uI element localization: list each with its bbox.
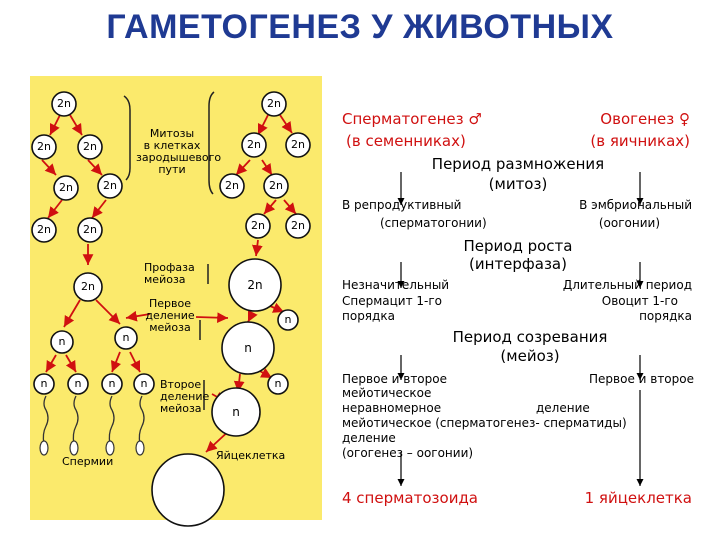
cell-label: n xyxy=(232,405,240,419)
sperm-heads xyxy=(39,440,145,456)
maturation-line-3: неравномерное xyxy=(342,401,442,415)
cell-label: n xyxy=(122,331,130,344)
spermatogenesis-heading: Сперматогенез ♂ xyxy=(342,110,482,128)
cell-label: 2n xyxy=(57,97,71,110)
label-second-division: Второе деление мейоза xyxy=(160,378,210,416)
maturation-line-5: деление xyxy=(342,431,396,445)
label-mitoses: Митозы в клетках зародышевого пути xyxy=(136,127,222,177)
cell-label: 2n xyxy=(291,138,305,151)
growth-left-2: Спермацит 1-го xyxy=(342,294,443,308)
cell-label: 2n xyxy=(247,138,261,151)
growth-period: Период роста xyxy=(463,237,573,255)
maturation-line-2: мейотическое xyxy=(342,386,432,400)
cell-label: 2n xyxy=(225,179,239,192)
cell-label: n xyxy=(244,341,252,355)
page-title: ГАМЕТОГЕНЕЗ У ЖИВОТНЫХ xyxy=(106,8,614,46)
reproduction-sub: (митоз) xyxy=(488,175,548,193)
cell-label: 2n xyxy=(83,223,97,236)
cells xyxy=(31,91,311,527)
cell-label: 2n xyxy=(37,140,51,153)
cell-label: n xyxy=(40,377,48,390)
maturation-sub: (мейоз) xyxy=(500,347,560,365)
reproduction-period: Период размножения xyxy=(431,155,605,173)
cell-label: 2n xyxy=(81,280,95,293)
cell-label: n xyxy=(284,313,292,326)
result-egg-count: 1 яйцеклетка xyxy=(584,489,692,507)
repro-right-2: (оогонии) xyxy=(598,216,660,230)
repro-left-2: (сперматогонии) xyxy=(380,216,487,230)
cell-label: n xyxy=(108,377,116,390)
growth-right-3: порядка xyxy=(639,309,692,323)
cell-label: 2n xyxy=(269,179,283,192)
cell-label: 2n xyxy=(103,179,117,192)
cell-label: 2n xyxy=(247,278,263,292)
result-sperm-count: 4 сперматозоида xyxy=(342,489,479,507)
bracket-lines xyxy=(123,91,215,410)
growth-right-2: Овоцит 1-го xyxy=(601,294,678,308)
maturation-line-4: мейотическое (сперматогенез- сперматиды) xyxy=(342,416,627,430)
maturation-left-1: Первое и второе xyxy=(342,372,447,386)
sperm-tails xyxy=(42,395,145,445)
cell-label: n xyxy=(58,335,66,348)
cell-label: 2n xyxy=(59,181,73,194)
oogenesis-heading: Овогенез ♀ xyxy=(600,110,690,128)
growth-left-3: порядка xyxy=(342,309,395,323)
cell-label: n xyxy=(74,377,82,390)
repro-left-1: В репродуктивный xyxy=(342,198,462,212)
cell-label: 2n xyxy=(291,219,305,232)
label-egg: Яйцеклетка xyxy=(216,449,286,462)
cell-label: 2n xyxy=(267,97,281,110)
cell-label: 2n xyxy=(251,219,265,232)
cell-label: n xyxy=(274,377,282,390)
spermatogenesis-place: (в семенниках) xyxy=(346,132,466,150)
maturation-line-3b: деление xyxy=(536,401,590,415)
maturation-line-6: (огогенез – оогонии) xyxy=(342,446,474,460)
cell-label: 2n xyxy=(37,223,51,236)
growth-sub: (интерфаза) xyxy=(469,255,567,273)
label-first-division: Первое деление мейоза xyxy=(145,297,195,335)
label-prophase: Профаза мейоза xyxy=(144,261,195,287)
growth-left-1: Незначительный xyxy=(342,278,450,292)
maturation-period: Период созревания xyxy=(452,328,608,346)
cell-label: 2n xyxy=(83,140,97,153)
label-sperm: Спермии xyxy=(62,455,114,468)
oogenesis-place: (в яичниках) xyxy=(590,132,690,150)
maturation-right-1: Первое и второе xyxy=(589,372,694,386)
repro-right-1: В эмбриональный xyxy=(579,198,692,212)
growth-right-1: Длительный период xyxy=(562,278,692,292)
cell-label: n xyxy=(140,377,148,390)
